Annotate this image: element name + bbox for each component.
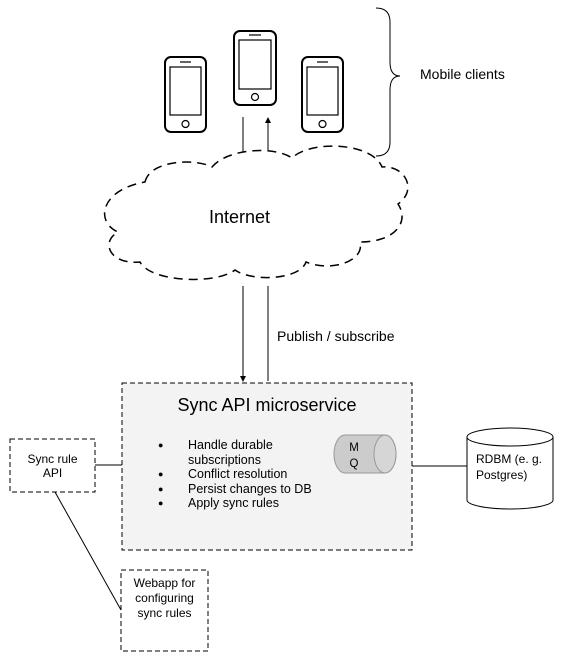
webapp-label: Webapp for configuring sync rules xyxy=(133,576,196,620)
mobile-clients-label: Mobile clients xyxy=(420,66,505,82)
phone-icon xyxy=(301,56,344,133)
internet-cloud xyxy=(103,145,409,281)
brace-shape xyxy=(375,7,401,157)
sync-rule-api-label: Sync rule API xyxy=(27,452,78,480)
phone-icon xyxy=(233,30,277,106)
mq-label-line: M xyxy=(349,442,359,454)
bullet-item: Apply sync rules xyxy=(158,496,312,511)
message-queue-shape xyxy=(333,434,397,474)
internet-label: Internet xyxy=(209,207,271,227)
phone-icon xyxy=(164,56,207,133)
bullet-item: Handle durable subscriptions xyxy=(158,438,293,467)
bullet-item: Persist changes to DB xyxy=(158,482,312,497)
database-label: RDBM (e. g. Postgres) xyxy=(476,452,543,482)
database-cylinder xyxy=(466,427,554,510)
publish-subscribe-label: Publish / subscribe xyxy=(277,328,395,344)
sync-service-title: Sync API microservice xyxy=(177,395,357,415)
message-queue-label: M Q xyxy=(343,440,365,472)
mq-label-line: Q xyxy=(349,458,359,470)
webapp-box xyxy=(120,569,209,652)
sync-service-bullet-list: Handle durable subscriptions Conflict re… xyxy=(158,438,312,511)
bullet-item: Conflict resolution xyxy=(158,467,312,482)
webapp-link xyxy=(54,491,122,611)
sync-rule-api-box xyxy=(9,438,96,493)
